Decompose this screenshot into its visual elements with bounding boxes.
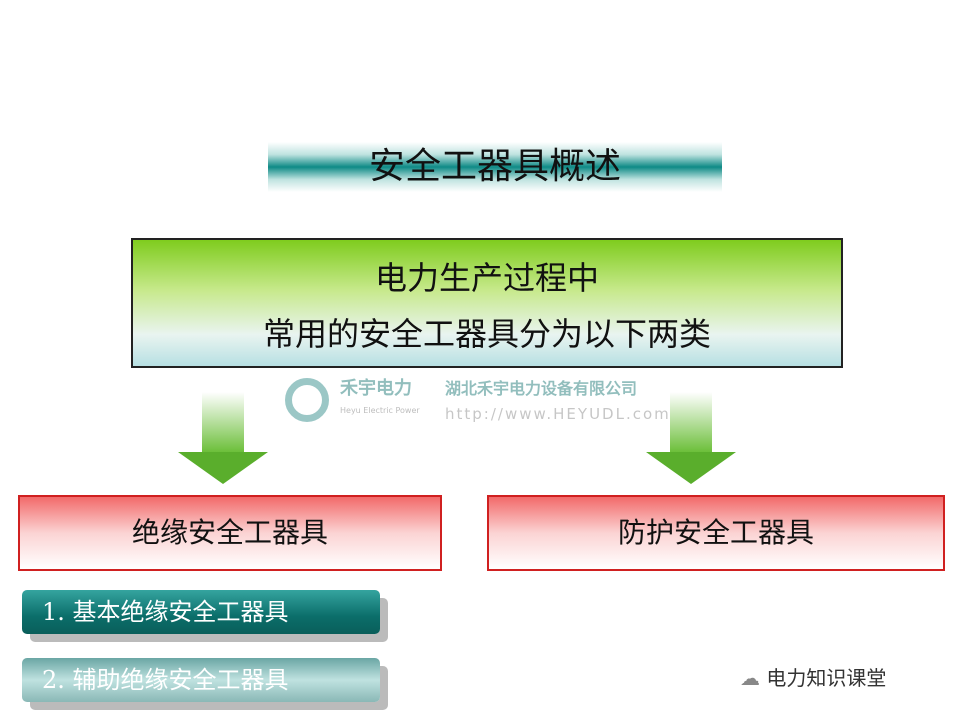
slide-title: 安全工器具概述 [268,142,722,192]
watermark-brand-en: Heyu Electric Power [340,406,420,415]
category-insulation: 绝缘安全工器具 [18,495,442,571]
category-protection: 防护安全工器具 [487,495,945,571]
wechat-icon: ☁ [740,666,767,690]
watermark-url: http://www.HEYUDL.com [445,405,671,423]
subitem-auxiliary-insulation: 2. 辅助绝缘安全工器具 [22,658,380,702]
credit-text: 电力知识课堂 [766,666,887,690]
summary-line-1: 电力生产过程中 [374,259,599,297]
watermark-brand: 禾宇电力 [340,378,412,399]
subitem-basic-insulation: 1. 基本绝缘安全工器具 [22,590,380,634]
logo-icon [285,378,329,422]
credit: ☁ 电力知识课堂 [740,662,886,691]
summary-box: 电力生产过程中 常用的安全工器具分为以下两类 [131,238,843,368]
summary-line-2: 常用的安全工器具分为以下两类 [262,315,711,353]
arrow-down-right [646,392,736,492]
watermark: 禾宇电力 Heyu Electric Power 湖北禾宇电力设备有限公司 ht… [255,374,705,434]
arrow-down-left [178,392,268,492]
watermark-company: 湖北禾宇电力设备有限公司 [445,379,638,398]
